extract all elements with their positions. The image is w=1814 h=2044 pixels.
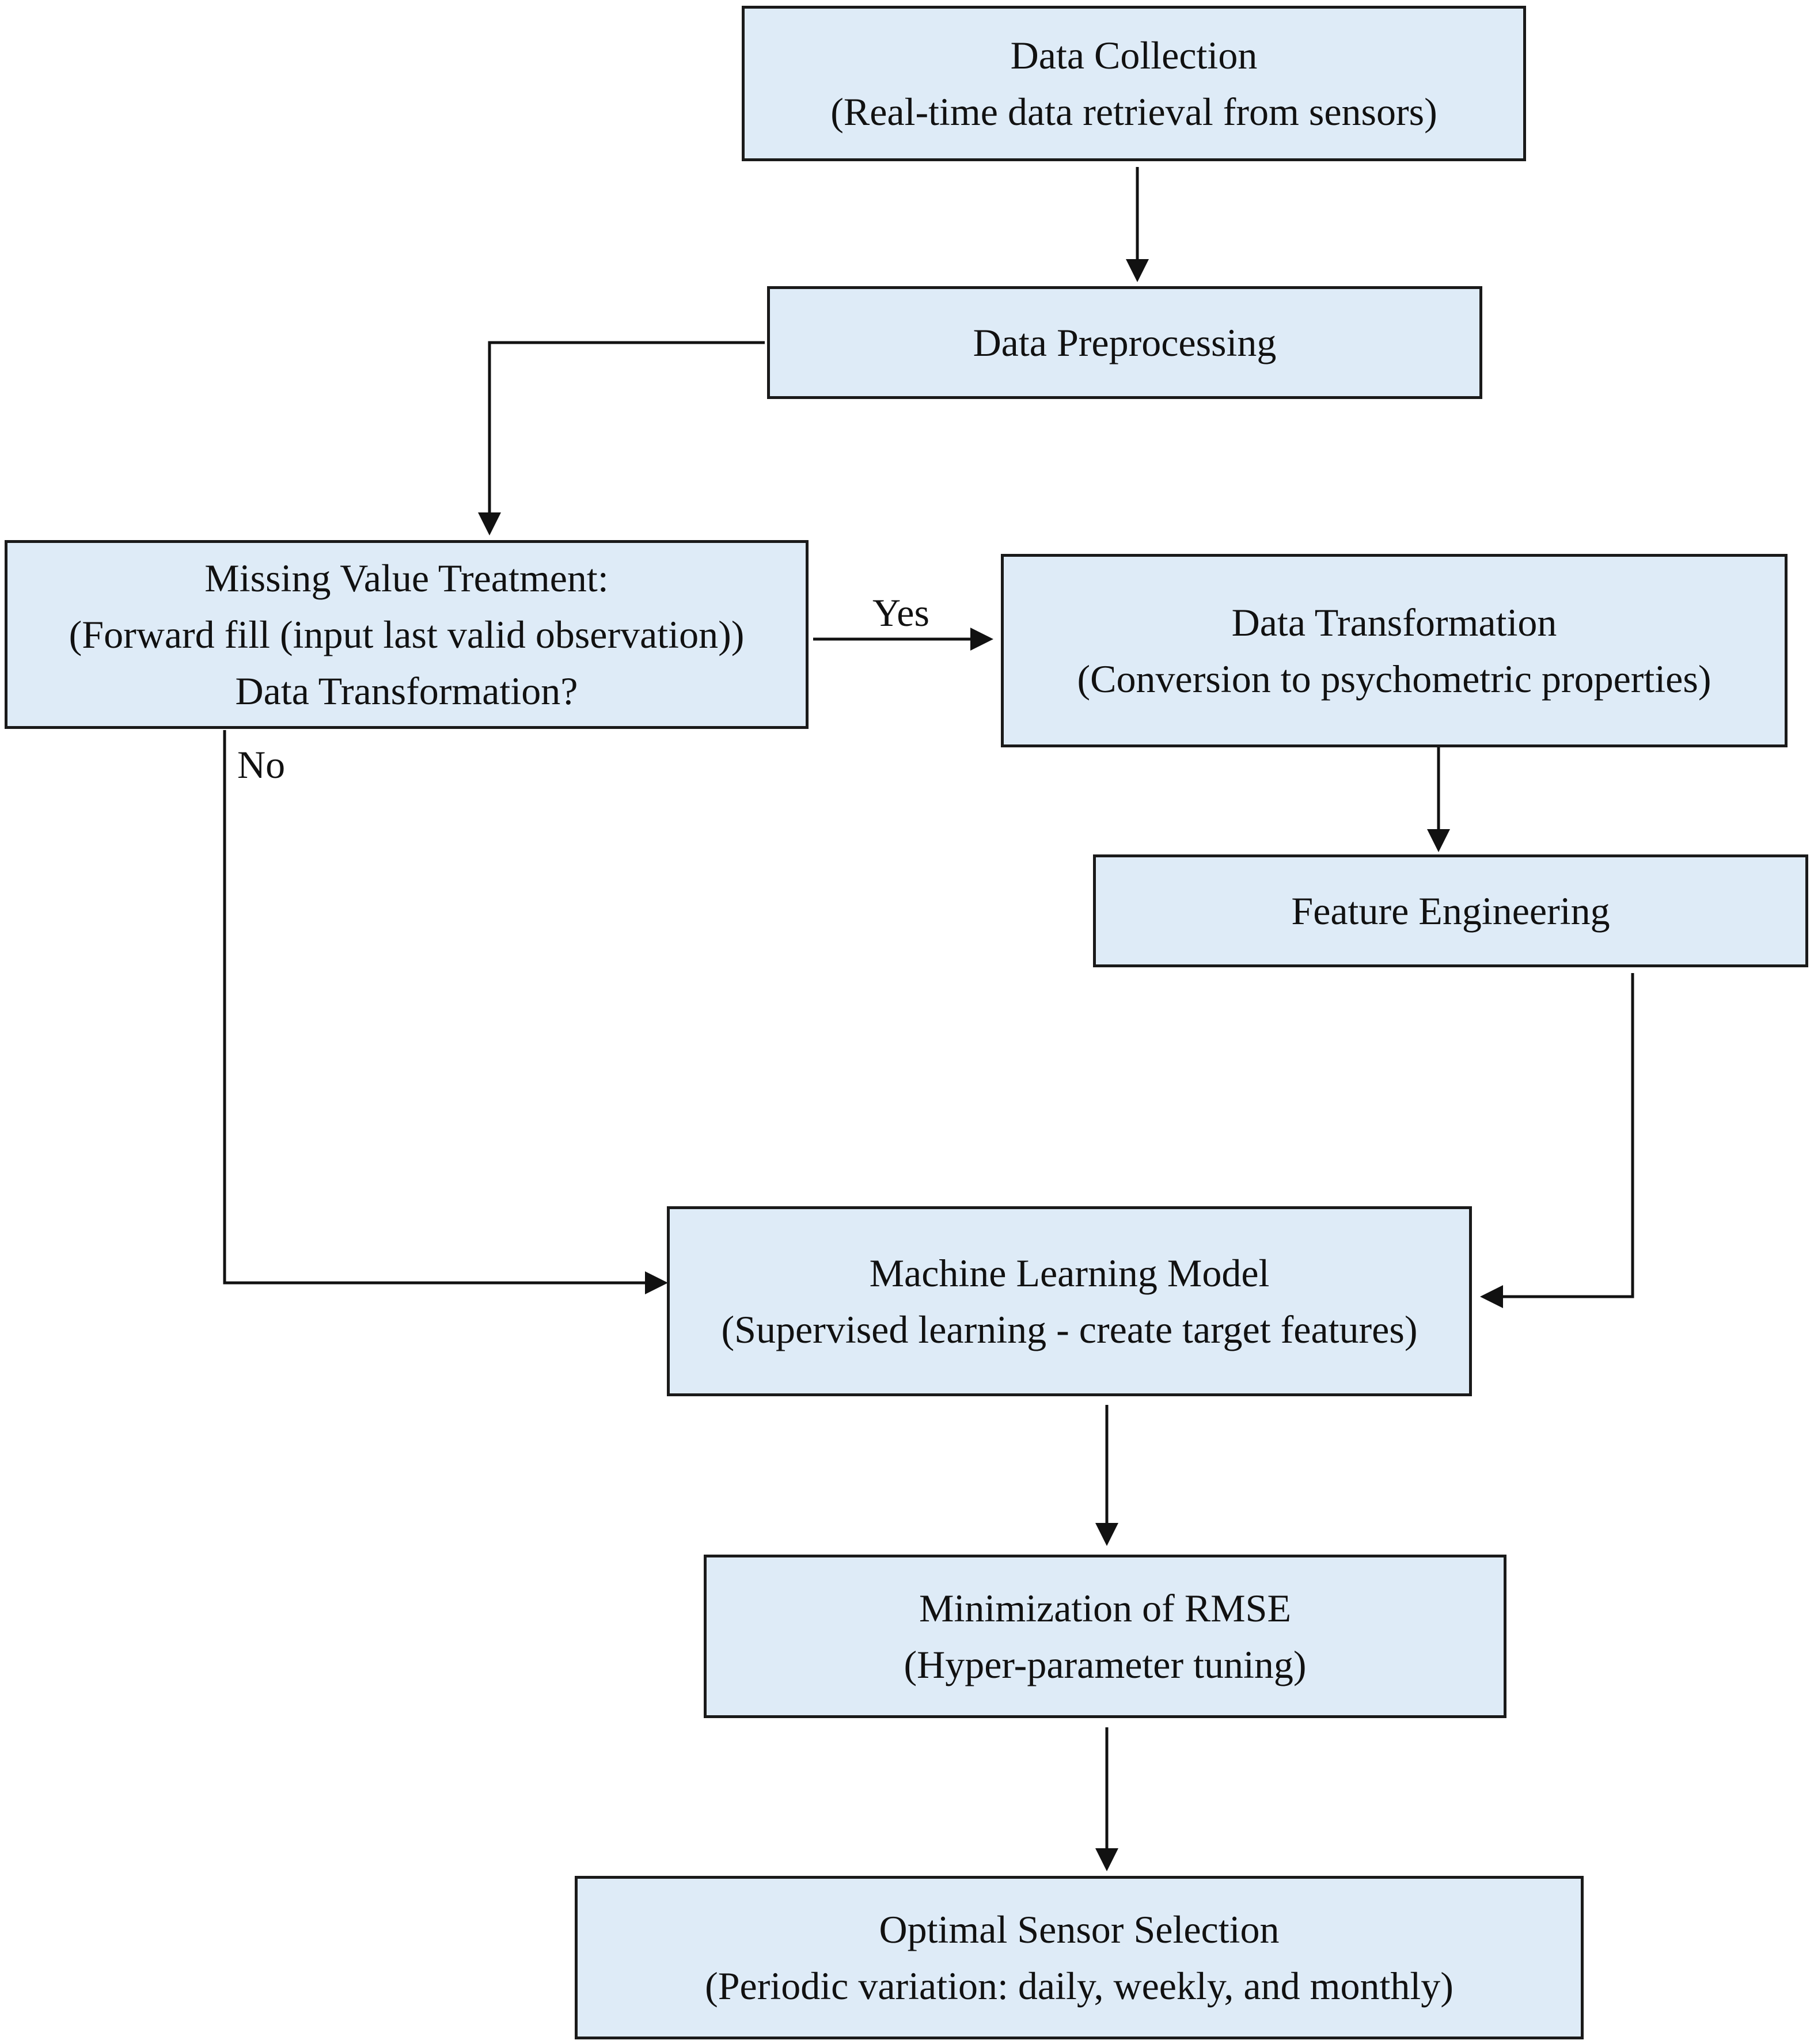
data-collection-subtitle: (Real-time data retrieval from sensors) — [830, 90, 1437, 134]
missing-value-treatment-box: Missing Value Treatment: (Forward fill (… — [5, 540, 809, 729]
ml-model-title: Machine Learning Model — [869, 1251, 1270, 1295]
feature-engineering-box: Feature Engineering — [1093, 854, 1808, 967]
arrow-preprocessing-to-missing-value — [478, 341, 765, 535]
sensor-selection-subtitle: (Periodic variation: daily, weekly, and … — [705, 1964, 1454, 2008]
no-edge-label: No — [237, 743, 286, 787]
data-transformation-box: Data Transformation (Conversion to psych… — [1001, 554, 1788, 747]
missing-value-title: Missing Value Treatment: — [204, 556, 609, 600]
rmse-title: Minimization of RMSE — [919, 1586, 1291, 1630]
data-collection-box: Data Collection (Real-time data retrieva… — [742, 6, 1526, 161]
sensor-selection-title: Optimal Sensor Selection — [879, 1908, 1280, 1951]
data-collection-title: Data Collection — [1010, 33, 1258, 77]
data-preprocessing-box: Data Preprocessing — [767, 286, 1482, 399]
data-preprocessing-title: Data Preprocessing — [973, 321, 1277, 364]
yes-edge-label: Yes — [872, 591, 929, 635]
ml-model-box: Machine Learning Model (Supervised learn… — [667, 1206, 1472, 1396]
rmse-subtitle: (Hyper-parameter tuning) — [904, 1643, 1307, 1686]
data-transformation-title: Data Transformation — [1231, 601, 1557, 644]
missing-value-method: (Forward fill (input last valid observat… — [69, 613, 745, 656]
data-transformation-subtitle: (Conversion to psychometric properties) — [1077, 657, 1711, 701]
arrow-feature-engineering-to-ml-model — [1480, 973, 1634, 1308]
arrow-missing-value-to-ml-model — [223, 730, 668, 1294]
feature-engineering-title: Feature Engineering — [1291, 889, 1610, 933]
missing-value-question: Data Transformation? — [235, 669, 578, 713]
rmse-box: Minimization of RMSE (Hyper-parameter tu… — [704, 1555, 1506, 1718]
ml-model-subtitle: (Supervised learning - create target fea… — [721, 1308, 1418, 1351]
sensor-selection-box: Optimal Sensor Selection (Periodic varia… — [575, 1876, 1584, 2039]
